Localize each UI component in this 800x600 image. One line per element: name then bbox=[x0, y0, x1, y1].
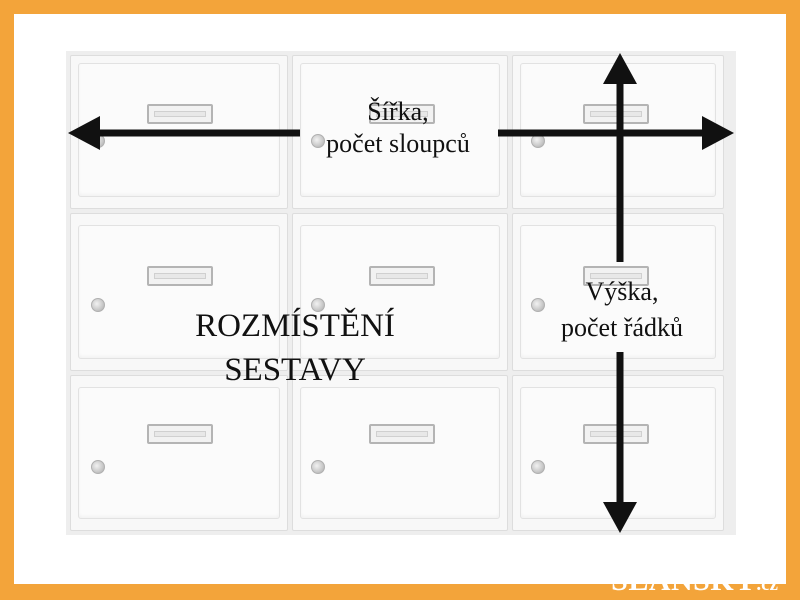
width-label-line1: Šířka, bbox=[367, 97, 429, 126]
height-label-line2: počet řádků bbox=[560, 313, 683, 342]
layout-title: ROZMÍSTĚNÍ SESTAVY bbox=[150, 304, 440, 392]
lock-icon bbox=[311, 298, 325, 312]
width-label-line2: počet sloupců bbox=[326, 129, 470, 158]
name-slot bbox=[369, 266, 435, 286]
mailbox-r2-c2 bbox=[292, 213, 508, 371]
mailbox-door bbox=[520, 225, 716, 359]
name-slot bbox=[147, 104, 213, 124]
layout-title-line2: SESTAVY bbox=[224, 352, 366, 388]
width-arrow-left-head bbox=[68, 116, 100, 150]
mailbox-door bbox=[78, 387, 280, 519]
height-arrow-top-head bbox=[603, 53, 637, 84]
mailbox-r3-c2 bbox=[292, 375, 508, 531]
mailbox-grid bbox=[66, 51, 736, 535]
mailbox-door bbox=[300, 63, 500, 197]
mailbox-door bbox=[300, 225, 500, 359]
name-slot bbox=[147, 424, 213, 444]
name-slot bbox=[369, 424, 435, 444]
name-slot bbox=[583, 104, 649, 124]
height-arrow-bottom-head bbox=[603, 502, 637, 533]
mailbox-r3-c1 bbox=[70, 375, 288, 531]
mailbox-door bbox=[300, 387, 500, 519]
lock-icon bbox=[311, 460, 325, 474]
height-label: Výška, počet řádků bbox=[530, 274, 714, 346]
brand-logo: SLANSKY.cz bbox=[611, 564, 778, 598]
lock-icon bbox=[531, 298, 545, 312]
name-slot bbox=[583, 424, 649, 444]
mailbox-r2-c1 bbox=[70, 213, 288, 371]
mailbox-r1-c2 bbox=[292, 55, 508, 209]
name-slot bbox=[369, 104, 435, 124]
lock-icon bbox=[311, 134, 325, 148]
brand-name: SLANSKY bbox=[611, 564, 757, 597]
lock-icon bbox=[91, 460, 105, 474]
name-slot bbox=[583, 266, 649, 286]
lock-icon bbox=[531, 460, 545, 474]
height-label-line1: Výška, bbox=[585, 277, 659, 306]
layout-title-line1: ROZMÍSTĚNÍ bbox=[195, 308, 395, 344]
width-label: Šířka, počet sloupců bbox=[296, 96, 500, 160]
width-arrow-right-head bbox=[702, 116, 734, 150]
mailbox-door bbox=[78, 225, 280, 359]
brand-suffix: .cz bbox=[756, 574, 778, 595]
lock-icon bbox=[91, 298, 105, 312]
name-slot bbox=[147, 266, 213, 286]
